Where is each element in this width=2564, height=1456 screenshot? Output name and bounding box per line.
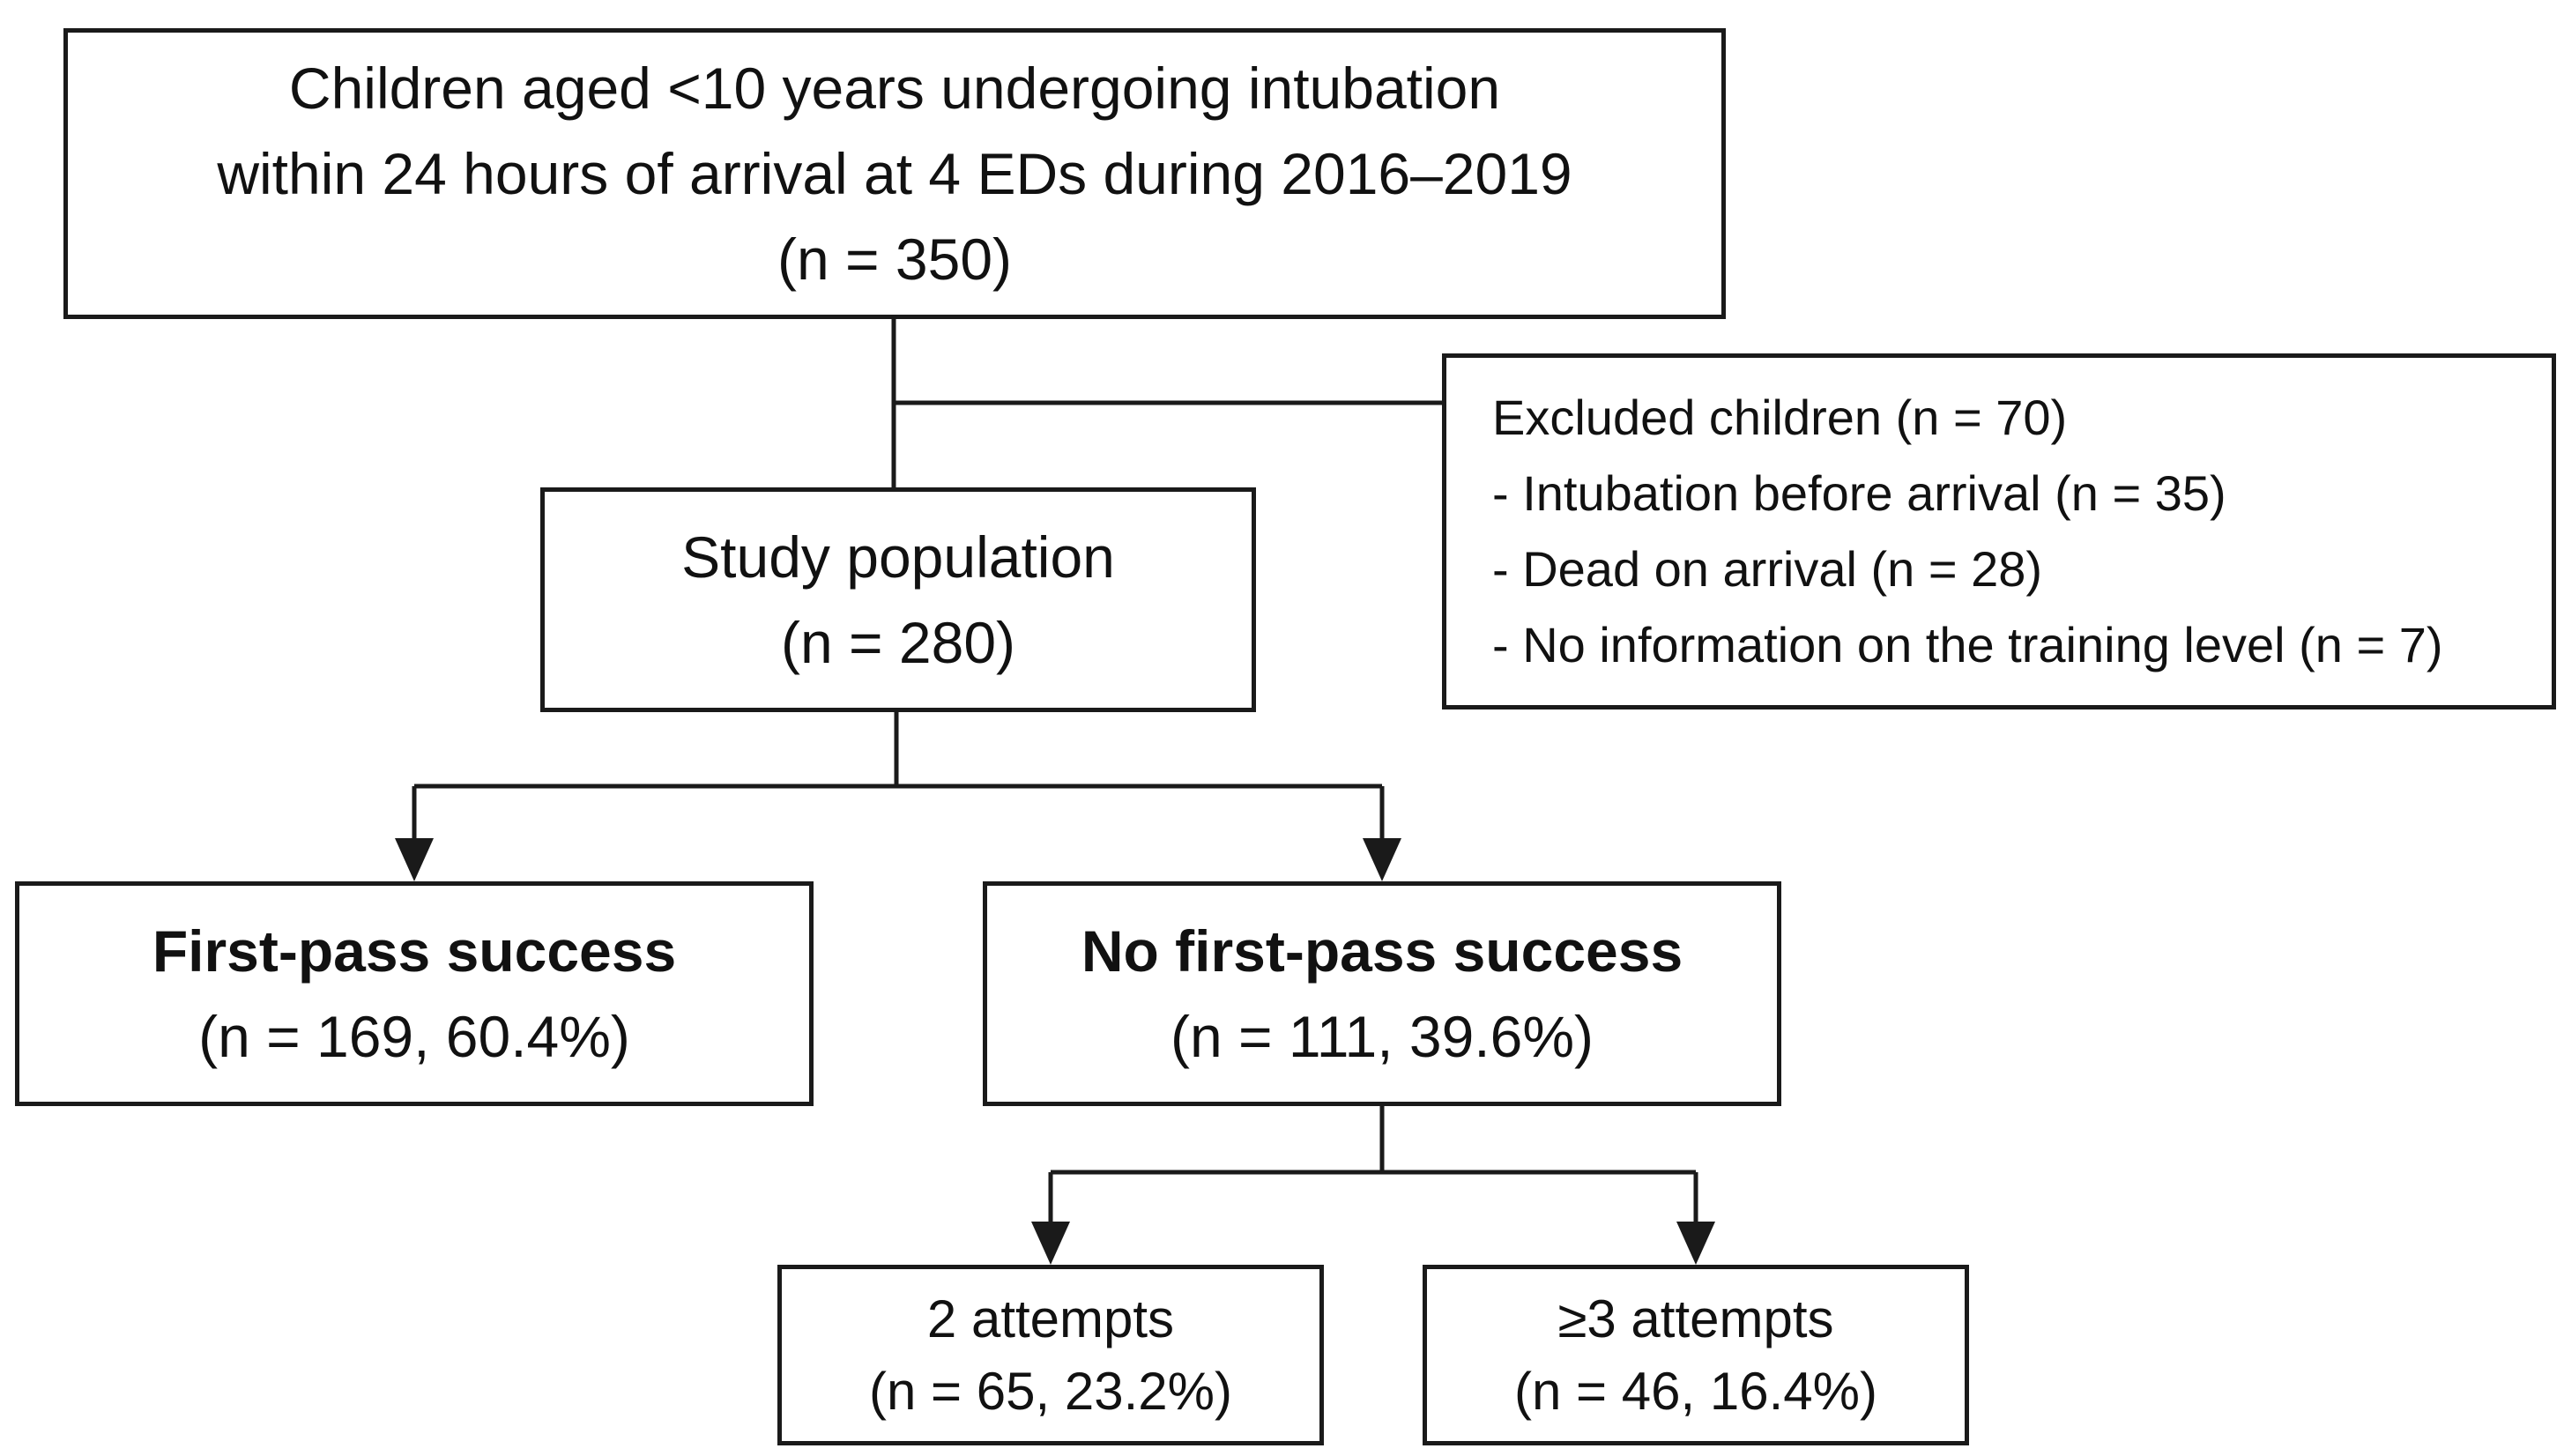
excluded-reason-intubation: - Intubation before arrival (n = 35) — [1492, 465, 2226, 521]
two-attempts-title: 2 attempts — [926, 1289, 1175, 1348]
excluded-reason-no-info: - No information on the training level (… — [1492, 617, 2443, 672]
arrowhead-first-pass — [395, 838, 434, 881]
excluded-children-box: Excluded children (n = 70) - Intubation … — [1442, 353, 2556, 709]
study-title: Study population — [681, 524, 1115, 590]
two-attempts-count: (n = 65, 23.2%) — [869, 1361, 1232, 1421]
arrowhead-three-plus — [1676, 1222, 1715, 1265]
source-line-2: within 24 hours of arrival at 4 EDs duri… — [217, 140, 1572, 206]
source-count: (n = 350) — [777, 226, 1012, 292]
no-first-pass-count: (n = 111, 39.6%) — [1170, 1003, 1594, 1069]
arrowhead-two-attempts — [1031, 1222, 1070, 1265]
source-population-box: Children aged <10 years undergoing intub… — [63, 28, 1726, 319]
no-first-pass-title: No first-pass success — [1081, 917, 1683, 984]
excluded-heading: Excluded children (n = 70) — [1492, 390, 2068, 445]
two-attempts-box: 2 attempts (n = 65, 23.2%) — [777, 1265, 1324, 1445]
no-first-pass-success-box: No first-pass success (n = 111, 39.6%) — [983, 881, 1781, 1106]
three-plus-attempts-title: ≥3 attempts — [1557, 1289, 1834, 1348]
study-count: (n = 280) — [781, 609, 1015, 675]
study-population-box: Study population (n = 280) — [540, 487, 1256, 712]
first-pass-count: (n = 169, 60.4%) — [198, 1003, 630, 1069]
three-plus-attempts-box: ≥3 attempts (n = 46, 16.4%) — [1423, 1265, 1969, 1445]
first-pass-success-box: First-pass success (n = 169, 60.4%) — [15, 881, 814, 1106]
excluded-reason-dead: - Dead on arrival (n = 28) — [1492, 541, 2043, 597]
arrowhead-no-first-pass — [1363, 838, 1401, 881]
source-line-1: Children aged <10 years undergoing intub… — [288, 55, 1501, 121]
three-plus-attempts-count: (n = 46, 16.4%) — [1514, 1361, 1877, 1421]
first-pass-title: First-pass success — [152, 917, 677, 984]
